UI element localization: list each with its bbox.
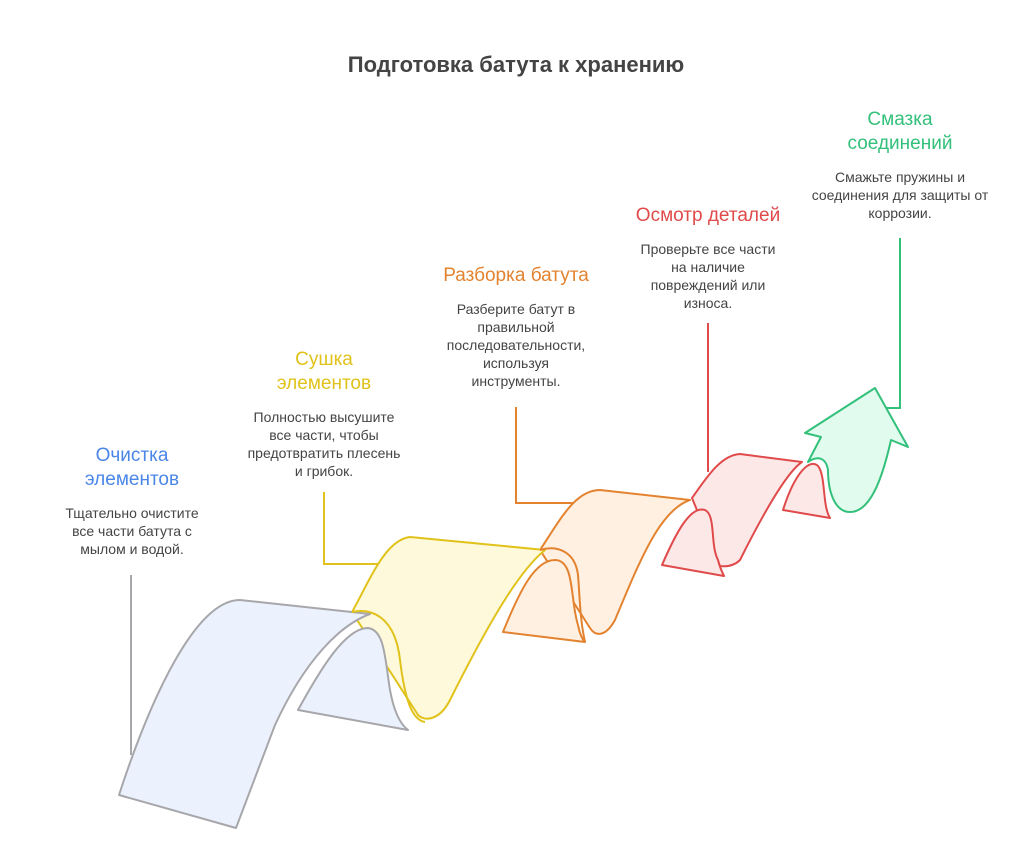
arrow-step-5 bbox=[804, 387, 909, 513]
diagram-title: Подготовка батута к хранению bbox=[347, 52, 685, 77]
ribbon-step-4 bbox=[661, 453, 831, 577]
connector-3 bbox=[515, 407, 575, 504]
step-3-title: Разборка батута bbox=[443, 265, 589, 286]
step-2-description: Полностью высушите все части, чтобы пред… bbox=[247, 409, 401, 479]
step-4: Осмотр деталей Проверьте все части на на… bbox=[618, 204, 798, 312]
step-5-description: Смажьте пружины и соединения для защиты … bbox=[811, 169, 989, 221]
ribbon-step-2 bbox=[351, 536, 546, 720]
step-3: Разборка батута Разберите батут в правил… bbox=[426, 264, 606, 390]
ribbon-step-3 bbox=[502, 489, 691, 643]
step-1-description: Тщательно очистите все части батута с мы… bbox=[65, 505, 199, 557]
step-3-description: Разберите батут в правильной последовате… bbox=[446, 301, 586, 389]
step-4-title: Осмотр деталей bbox=[635, 205, 781, 226]
step-4-description: Проверьте все части на наличие поврежден… bbox=[640, 241, 776, 311]
connector-2 bbox=[323, 492, 385, 565]
connector-5 bbox=[880, 238, 901, 409]
ribbon-step-1 bbox=[118, 599, 409, 829]
